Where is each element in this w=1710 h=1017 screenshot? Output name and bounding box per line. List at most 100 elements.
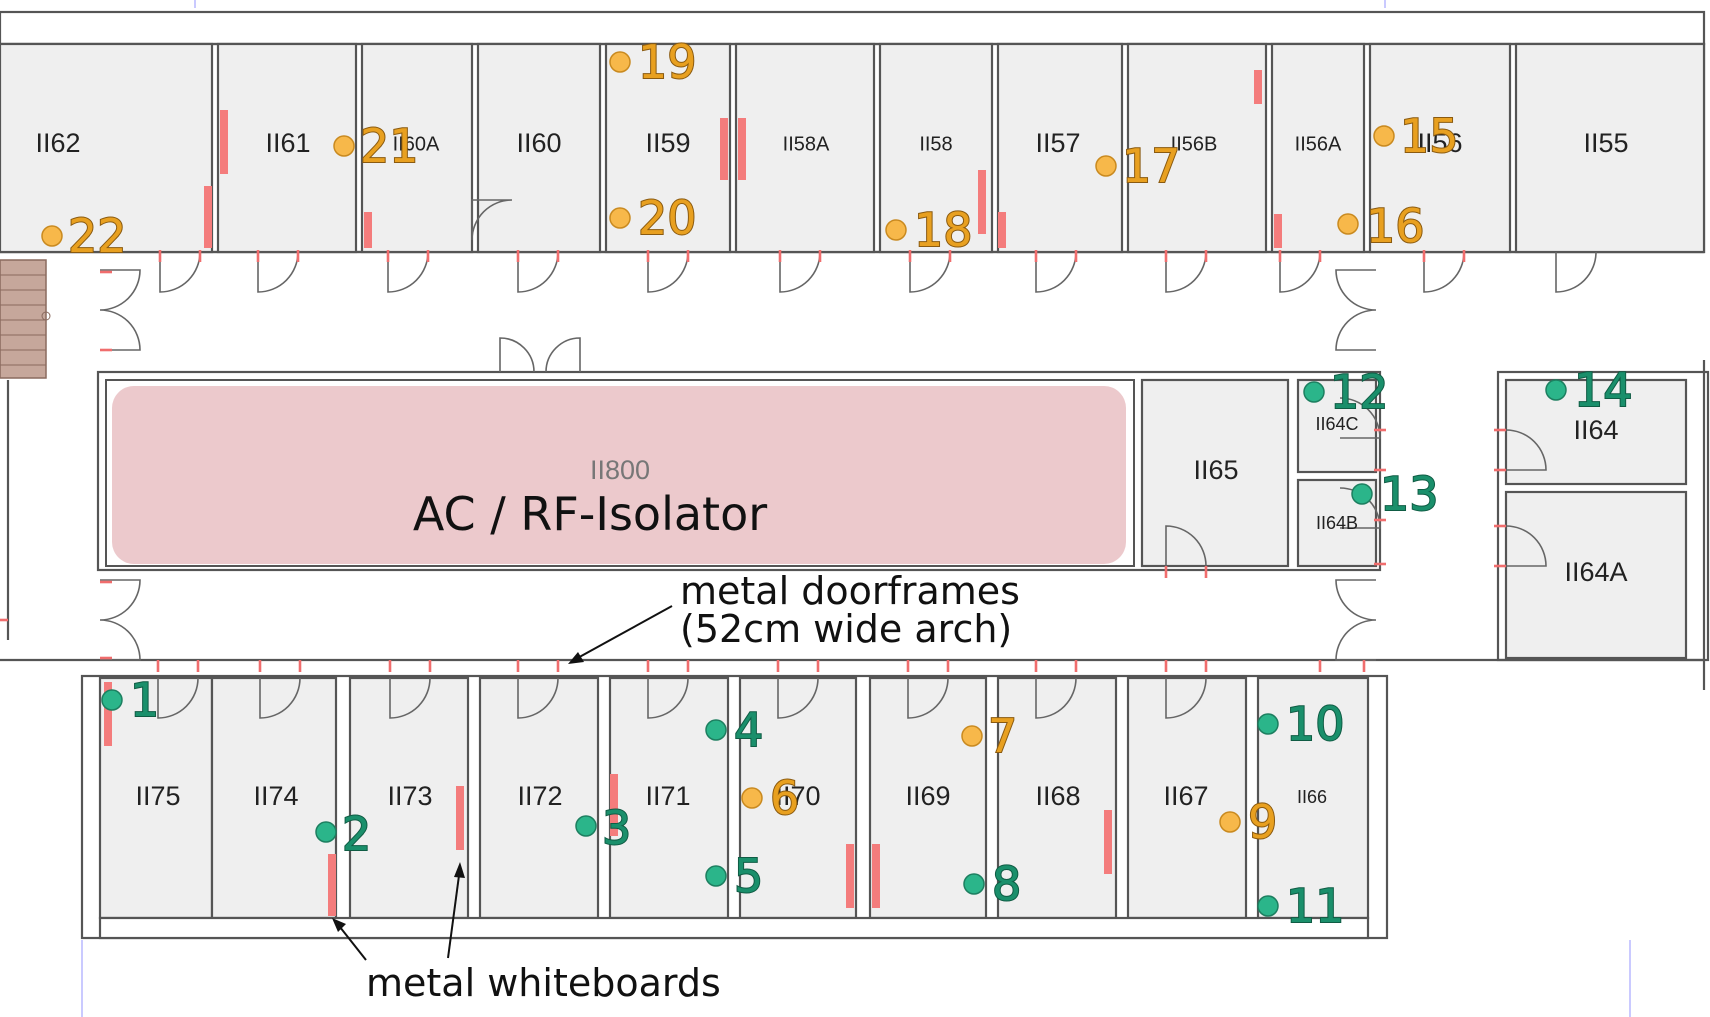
annotations: metal doorframes (52cm wide arch) metal …: [332, 569, 1020, 1005]
marker-dot-15: [1373, 125, 1395, 147]
label-ii71: II71: [645, 781, 690, 811]
room-ii56: [1368, 42, 1512, 254]
marker-label-8: 8: [992, 857, 1021, 911]
label-ii72: II72: [517, 781, 562, 811]
marker-dot-10: [1257, 713, 1279, 735]
marker-label-9: 9: [1248, 795, 1277, 849]
label-ii56b: II56B: [1171, 133, 1218, 155]
label-ii64b: II64B: [1316, 513, 1358, 533]
label-ii68: II68: [1035, 781, 1080, 811]
marker-11: 11: [1257, 878, 1346, 934]
marker-label-12: 12: [1330, 365, 1389, 419]
marker-16: 16: [1337, 198, 1426, 254]
marker-12: 12: [1303, 364, 1390, 420]
label-ii70: II70: [775, 781, 820, 811]
marker-dot-18: [885, 219, 907, 241]
marker-label-18: 18: [914, 203, 973, 257]
marker-10: 10: [1257, 696, 1346, 752]
marker-17: 17: [1095, 138, 1182, 194]
metal-doorframes: [0, 250, 1506, 672]
marker-dot-13: [1351, 483, 1373, 505]
marker-label-16: 16: [1366, 199, 1425, 253]
label-ii64: II64: [1573, 415, 1618, 445]
stairs: [0, 259, 51, 379]
annotation-doorframes-line1: metal doorframes: [680, 569, 1020, 613]
marker-label-13: 13: [1380, 467, 1439, 521]
room-ii75: [98, 676, 214, 920]
marker-20: 20: [609, 190, 698, 246]
label-ii56: II56: [1417, 128, 1462, 158]
marker-label-1: 1: [130, 673, 159, 727]
marker-label-22: 22: [68, 209, 127, 263]
marker-21: 21: [333, 118, 420, 174]
room-ii55: [1514, 42, 1706, 254]
isolator-label: AC / RF-Isolator: [413, 487, 767, 541]
label-ii60: II60: [516, 128, 561, 158]
room-ii74: [210, 676, 338, 920]
marker-7: 7: [961, 708, 1018, 764]
marker-6: 6: [741, 770, 800, 826]
marker-dot-20: [609, 207, 631, 229]
marker-label-19: 19: [638, 35, 697, 89]
marker-label-17: 17: [1122, 139, 1181, 193]
label-ii58: II58: [919, 133, 952, 155]
isolator-area: [112, 386, 1126, 564]
room-ii64b: [1296, 478, 1378, 568]
marker-14: 14: [1545, 362, 1634, 418]
marker-22: 22: [41, 208, 128, 264]
marker-9: 9: [1219, 794, 1278, 850]
room-ii60: [476, 42, 602, 254]
label-ii60a: II60A: [393, 133, 440, 155]
core-block: [96, 370, 1710, 662]
marker-label-11: 11: [1286, 879, 1345, 933]
room-ii68: [996, 676, 1118, 920]
marker-2: 2: [315, 806, 372, 862]
top-room-row: [0, 42, 1706, 254]
marker-dot-6: [741, 787, 763, 809]
marker-label-2: 2: [342, 807, 371, 861]
label-ii800: II800: [590, 455, 650, 485]
label-ii58a: II58A: [783, 133, 830, 155]
marker-label-21: 21: [360, 119, 419, 173]
annotation-doorframes-line2: (52cm wide arch): [680, 607, 1012, 651]
label-ii74: II74: [253, 781, 298, 811]
marker-dot-4: [705, 719, 727, 741]
label-ii66: II66: [1297, 787, 1327, 807]
marker-1: 1: [101, 672, 160, 728]
marker-label-5: 5: [734, 849, 763, 903]
marker-label-6: 6: [770, 771, 799, 825]
label-ii64c: II64C: [1315, 414, 1358, 434]
marker-dot-9: [1219, 811, 1241, 833]
doorframe-arrow: [568, 605, 673, 664]
marker-label-15: 15: [1400, 109, 1459, 163]
room-ii61: [216, 42, 358, 254]
room-ii72: [478, 676, 600, 920]
whiteboard-arrow-right: [447, 862, 465, 959]
marker-dot-7: [961, 725, 983, 747]
label-ii73: II73: [387, 781, 432, 811]
whiteboard-arrow-left: [332, 918, 367, 961]
doors: [99, 199, 1597, 719]
marker-label-20: 20: [638, 191, 697, 245]
marker-4: 4: [705, 702, 764, 758]
marker-label-3: 3: [602, 801, 631, 855]
label-ii75: II75: [135, 781, 180, 811]
label-ii64a: II64A: [1564, 557, 1627, 587]
marker-3: 3: [575, 800, 632, 856]
room-ii60a: [360, 42, 474, 254]
room-ii56b: [1126, 42, 1268, 254]
label-ii67: II67: [1163, 781, 1208, 811]
marker-label-10: 10: [1286, 697, 1345, 751]
room-ii57: [996, 42, 1124, 254]
marker-dot-17: [1095, 155, 1117, 177]
room-ii69: [868, 676, 988, 920]
annotation-whiteboards: metal whiteboards: [366, 961, 721, 1005]
room-labels: II62 II61 II60A II60 II59 II58A II58 II5…: [35, 128, 1628, 811]
marker-18: 18: [885, 202, 974, 258]
marker-dot-19: [609, 51, 631, 73]
metal-whiteboards: [104, 70, 1282, 916]
marker-dot-3: [575, 815, 597, 837]
marker-5: 5: [705, 848, 764, 904]
label-ii57: II57: [1035, 128, 1080, 158]
